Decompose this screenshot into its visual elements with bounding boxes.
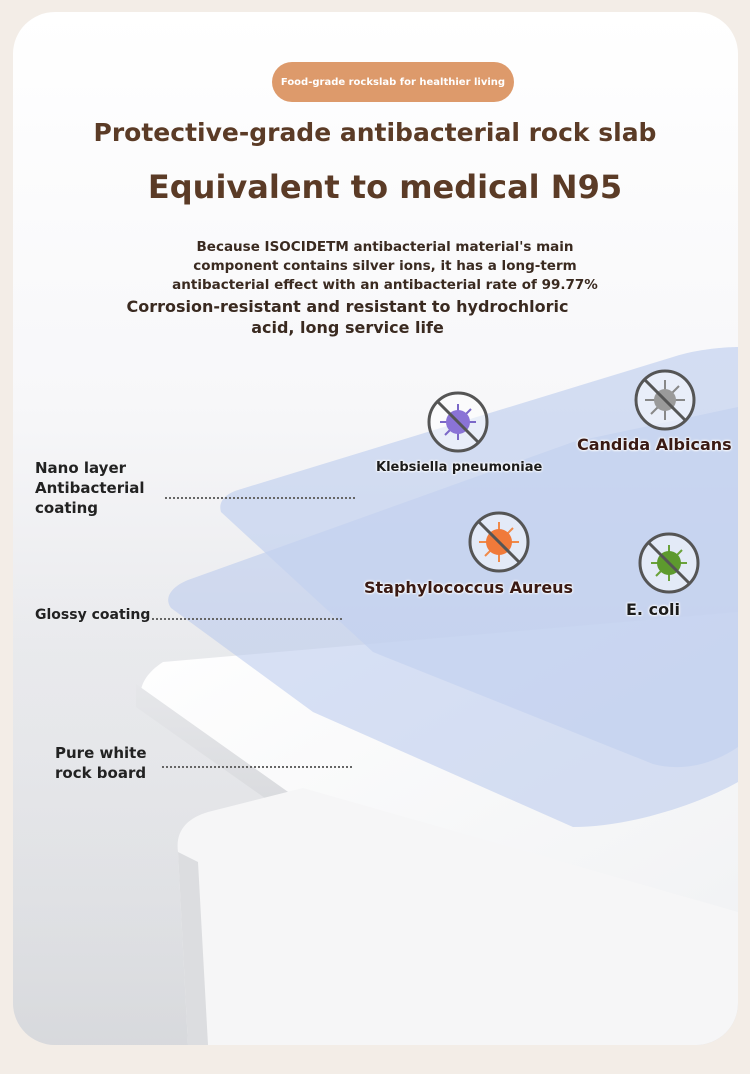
germ-label-klebsiella: Klebsiella pneumoniae xyxy=(376,460,543,475)
page-title: Protective-grade antibacterial rock slab xyxy=(93,118,657,147)
product-card: Food-grade rockslab for healthier living xyxy=(13,12,738,1045)
rock-board-label: Pure white rock board xyxy=(55,744,147,782)
germ-label-ecoli: E. coli xyxy=(626,600,681,619)
glossy-coating-label: Glossy coating xyxy=(35,607,151,623)
germ-label-staph: Staphylococcus Aureus xyxy=(364,578,574,597)
description-text: Because ISOCIDETM antibacterial material… xyxy=(172,239,598,293)
no-virus-icon xyxy=(426,390,490,454)
glossy-coating-leader-line xyxy=(152,618,342,620)
nano-layer-leader-line xyxy=(165,497,355,499)
slab-illustration xyxy=(13,347,738,1045)
germ-label-candida: Candida Albicans xyxy=(577,435,732,454)
feature-badge: Food-grade rockslab for healthier living xyxy=(272,62,514,102)
no-virus-icon xyxy=(637,531,701,595)
rock-board-lower xyxy=(177,788,738,1045)
page-subtitle: Equivalent to medical N95 xyxy=(147,168,623,206)
no-virus-icon xyxy=(467,510,531,574)
no-virus-icon xyxy=(633,368,697,432)
rock-board-leader-line xyxy=(162,766,352,768)
description-text-2: Corrosion-resistant and resistant to hyd… xyxy=(126,297,569,337)
nano-layer-label: Nano layer Antibacterial coating xyxy=(35,459,145,517)
